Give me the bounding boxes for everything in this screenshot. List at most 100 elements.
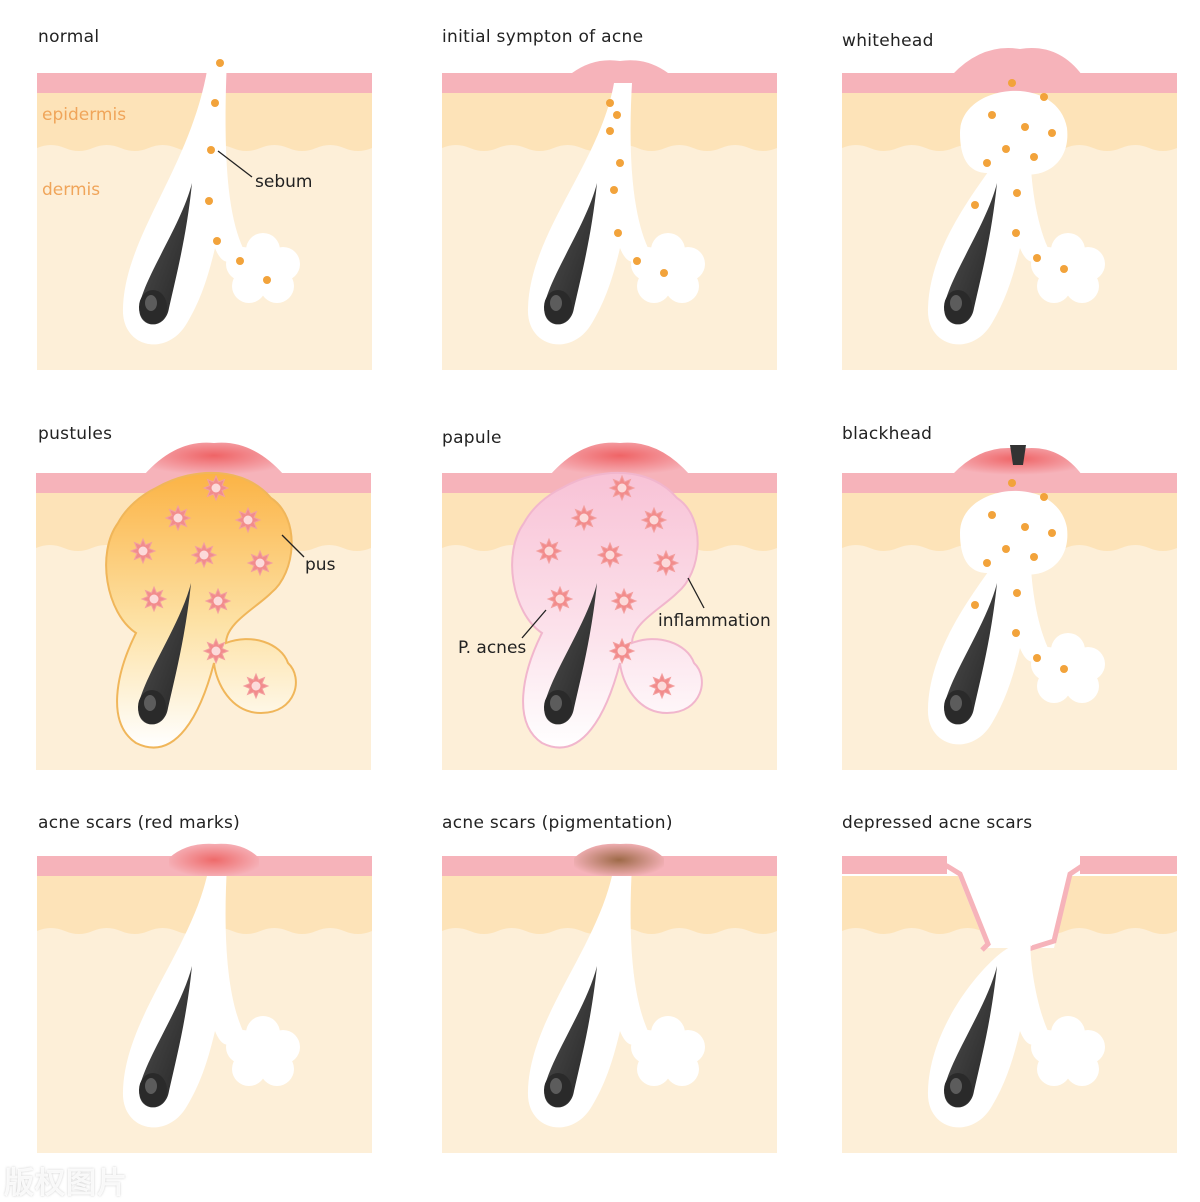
sebum-plug: [960, 490, 1068, 575]
hair-shaft: [544, 183, 597, 325]
bacterium-core: [213, 596, 223, 606]
panel-normal: [37, 58, 372, 370]
title-scar-pigment: acne scars (pigmentation): [442, 813, 673, 833]
sebum-dot: [1048, 129, 1056, 137]
title-scar-depressed: depressed acne scars: [842, 813, 1033, 833]
sebum-dot: [1033, 254, 1041, 262]
panel-pustule: [36, 442, 371, 770]
surface-bump: [572, 60, 668, 73]
sebum-dot: [213, 237, 221, 245]
sebum-dot: [1060, 665, 1068, 673]
bacterium-core: [657, 681, 667, 691]
bacterium-core: [243, 515, 253, 525]
bacterium-core: [605, 550, 615, 560]
sebum-dot: [660, 269, 668, 277]
sebum-dot: [211, 99, 219, 107]
sebum-dot: [1060, 265, 1068, 273]
sebum-dot: [1002, 145, 1010, 153]
hair-bulb-highlight: [550, 295, 562, 311]
sebum-dot: [1013, 589, 1021, 597]
bacterium-core: [255, 558, 265, 568]
sebum-dot: [1008, 479, 1016, 487]
sebum-dot: [988, 511, 996, 519]
sebaceous-gland: [648, 1035, 688, 1075]
title-pustules: pustules: [38, 424, 113, 444]
surface-band: [1080, 856, 1177, 874]
sebum-dot: [1021, 523, 1029, 531]
hair-shaft: [544, 966, 597, 1108]
sebum-dot: [983, 559, 991, 567]
sebaceous-gland: [1048, 1035, 1088, 1075]
bacterium-core: [199, 550, 209, 560]
sebum-dot: [236, 257, 244, 265]
sebaceous-gland: [1048, 252, 1088, 292]
blackhead-plug: [1010, 445, 1026, 465]
annotation-labels: epidermis dermis sebum pus P. acnes infl…: [42, 105, 771, 658]
panel-scar-depressed: [842, 855, 1177, 1153]
bacterium-core: [211, 483, 221, 493]
sebum-dot: [633, 257, 641, 265]
hair-bulb-highlight: [145, 295, 157, 311]
sebum-dot: [988, 111, 996, 119]
watermark: 版权图片: [4, 1166, 128, 1201]
label-inflammation: inflammation: [658, 611, 771, 631]
title-blackhead: blackhead: [842, 424, 933, 444]
panel-scar-red: [37, 843, 372, 1153]
title-whitehead: whitehead: [842, 31, 934, 51]
sebum-dot: [606, 127, 614, 135]
surface-band: [37, 73, 372, 93]
red-mark: [169, 843, 259, 876]
sebum-dot: [616, 159, 624, 167]
sebum-dot: [614, 229, 622, 237]
title-initial-symptom: initial sympton of acne: [442, 27, 644, 47]
panel-whitehead: [842, 48, 1177, 370]
sebum-dot: [1002, 545, 1010, 553]
sebum-dot: [1040, 493, 1048, 501]
hair-bulb-highlight: [950, 695, 962, 711]
bacterium-core: [617, 646, 627, 656]
hair-shaft: [138, 583, 191, 725]
label-epidermis: epidermis: [42, 105, 126, 125]
bacterium-core: [617, 483, 627, 493]
sebum-dot: [610, 186, 618, 194]
sebum-dot: [1030, 553, 1038, 561]
panel-scar-pigment: [442, 843, 777, 1153]
inflamed-bump: [144, 442, 284, 475]
hair-shaft: [139, 966, 192, 1108]
surface-bump: [952, 48, 1082, 75]
sebum-dot: [1013, 189, 1021, 197]
panel-initial: [442, 60, 777, 370]
hair-bulb-highlight: [145, 1078, 157, 1094]
bacterium-core: [173, 513, 183, 523]
label-p-acnes: P. acnes: [458, 638, 526, 658]
bacterium-core: [149, 594, 159, 604]
sebum-dot: [205, 197, 213, 205]
sebum-plug: [960, 90, 1068, 175]
bacterium-core: [544, 546, 554, 556]
surface-band: [442, 73, 777, 93]
bacterium-core: [251, 681, 261, 691]
bacterium-core: [661, 558, 671, 568]
sebum-dot: [1030, 153, 1038, 161]
sebum-dot: [216, 59, 224, 67]
title-papule: papule: [442, 428, 502, 448]
sebum-dot: [971, 601, 979, 609]
bacterium-core: [579, 513, 589, 523]
sebaceous-gland: [1048, 652, 1088, 692]
inflamed-bump: [550, 442, 690, 475]
sebum-dot: [971, 201, 979, 209]
surface-band: [842, 856, 947, 874]
sebum-dot: [1048, 529, 1056, 537]
panel-blackhead: [842, 445, 1177, 770]
bacterium-core: [211, 646, 221, 656]
title-normal: normal: [38, 27, 100, 47]
bacterium-core: [138, 546, 148, 556]
pigment-mark: [574, 843, 664, 876]
bacterium-core: [649, 515, 659, 525]
hair-shaft: [139, 183, 192, 325]
sebum-dot: [983, 159, 991, 167]
sebum-dot: [1012, 229, 1020, 237]
hair-shaft: [544, 583, 597, 725]
sebum-dot: [263, 276, 271, 284]
sebum-dot: [207, 146, 215, 154]
